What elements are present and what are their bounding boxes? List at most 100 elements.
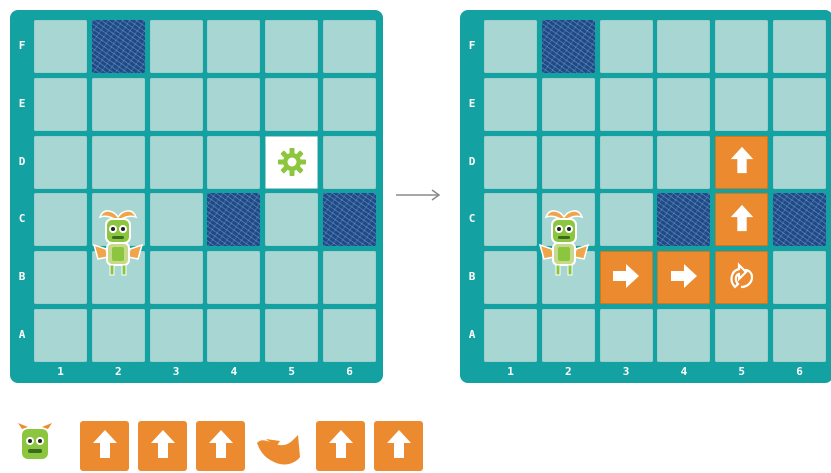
grid-cell-f5 <box>715 20 768 73</box>
command-sequence <box>16 421 446 471</box>
grid-cell-a3 <box>600 309 653 362</box>
row-label-e: E <box>465 97 479 110</box>
obstacle-cell-c4 <box>657 193 710 246</box>
grid-cell-f1 <box>484 20 537 73</box>
grid-cell-c1 <box>484 193 537 246</box>
turn-icon <box>254 454 303 473</box>
grid-cell-e5 <box>265 78 318 131</box>
obstacle-cell-f2 <box>92 20 145 73</box>
col-label-3: 3 <box>600 365 653 378</box>
grid-cell-d2 <box>92 136 145 189</box>
row-label-e: E <box>15 97 29 110</box>
grid-cell-a6 <box>323 309 376 362</box>
grid-cell-a5 <box>265 309 318 362</box>
grid-cell-b1 <box>484 251 537 304</box>
grid-cell-a2 <box>542 309 595 362</box>
grid-cell-e4 <box>207 78 260 131</box>
grid-cell-e4 <box>657 78 710 131</box>
row-label-f: F <box>15 39 29 52</box>
gear-icon <box>277 147 307 177</box>
grid-cell-e2 <box>542 78 595 131</box>
grid-cell-b6 <box>773 251 826 304</box>
row-label-d: D <box>465 155 479 168</box>
col-label-5: 5 <box>715 365 768 378</box>
command-card-b4 <box>657 251 710 304</box>
grid-cell-e3 <box>150 78 203 131</box>
sequence-card-3 <box>138 421 187 471</box>
command-card-d5 <box>715 136 768 189</box>
grid-cell-d2 <box>542 136 595 189</box>
robot-icon <box>16 452 54 471</box>
row-label-b: B <box>465 270 479 283</box>
grid-cell-a4 <box>657 309 710 362</box>
left-board-grid <box>34 20 376 362</box>
sequence-card-5 <box>254 421 303 471</box>
grid-cell-a6 <box>773 309 826 362</box>
grid-cell-c3 <box>600 193 653 246</box>
grid-cell-b3 <box>150 251 203 304</box>
left-robot-figure <box>90 205 146 279</box>
grid-cell-d3 <box>150 136 203 189</box>
grid-cell-d4 <box>207 136 260 189</box>
col-label-5: 5 <box>265 365 318 378</box>
row-label-a: A <box>465 328 479 341</box>
up-arrow-icon <box>326 428 356 464</box>
col-label-2: 2 <box>542 365 595 378</box>
row-label-c: C <box>15 212 29 225</box>
row-label-a: A <box>15 328 29 341</box>
command-card-c5 <box>715 193 768 246</box>
command-card-b5 <box>715 251 768 304</box>
sequence-card-1 <box>16 421 54 471</box>
grid-cell-f1 <box>34 20 87 73</box>
grid-cell-a3 <box>150 309 203 362</box>
right-arrow-icon <box>611 261 641 295</box>
grid-cell-b1 <box>34 251 87 304</box>
grid-cell-e6 <box>323 78 376 131</box>
grid-cell-b5 <box>265 251 318 304</box>
grid-cell-e6 <box>773 78 826 131</box>
row-label-c: C <box>465 212 479 225</box>
transition-arrow-icon <box>394 188 444 202</box>
grid-cell-f4 <box>657 20 710 73</box>
right-arrow-icon <box>669 261 699 295</box>
grid-cell-f6 <box>323 20 376 73</box>
grid-cell-b4 <box>207 251 260 304</box>
up-arrow-icon <box>206 428 236 464</box>
grid-cell-a5 <box>715 309 768 362</box>
grid-cell-a4 <box>207 309 260 362</box>
grid-cell-e2 <box>92 78 145 131</box>
row-label-b: B <box>15 270 29 283</box>
grid-cell-d6 <box>773 136 826 189</box>
col-label-1: 1 <box>484 365 537 378</box>
col-label-6: 6 <box>323 365 376 378</box>
col-label-6: 6 <box>773 365 826 378</box>
sequence-card-6 <box>316 421 365 471</box>
right-board-grid <box>484 20 826 362</box>
up-arrow-icon <box>90 428 120 464</box>
grid-cell-a2 <box>92 309 145 362</box>
turn-left-icon <box>727 261 757 295</box>
grid-cell-e5 <box>715 78 768 131</box>
grid-cell-c3 <box>150 193 203 246</box>
gear-goal-cell <box>265 136 318 189</box>
col-label-3: 3 <box>150 365 203 378</box>
grid-cell-d3 <box>600 136 653 189</box>
grid-cell-f6 <box>773 20 826 73</box>
grid-cell-d6 <box>323 136 376 189</box>
grid-cell-a1 <box>484 309 537 362</box>
right-robot-figure <box>536 205 592 279</box>
col-label-4: 4 <box>207 365 260 378</box>
up-arrow-icon <box>727 145 757 179</box>
up-arrow-icon <box>148 428 178 464</box>
row-label-f: F <box>465 39 479 52</box>
grid-cell-d1 <box>34 136 87 189</box>
up-arrow-icon <box>727 203 757 237</box>
sequence-card-2 <box>80 421 129 471</box>
col-label-1: 1 <box>34 365 87 378</box>
grid-cell-e1 <box>484 78 537 131</box>
grid-cell-e3 <box>600 78 653 131</box>
obstacle-cell-c4 <box>207 193 260 246</box>
grid-cell-f4 <box>207 20 260 73</box>
col-label-4: 4 <box>657 365 710 378</box>
